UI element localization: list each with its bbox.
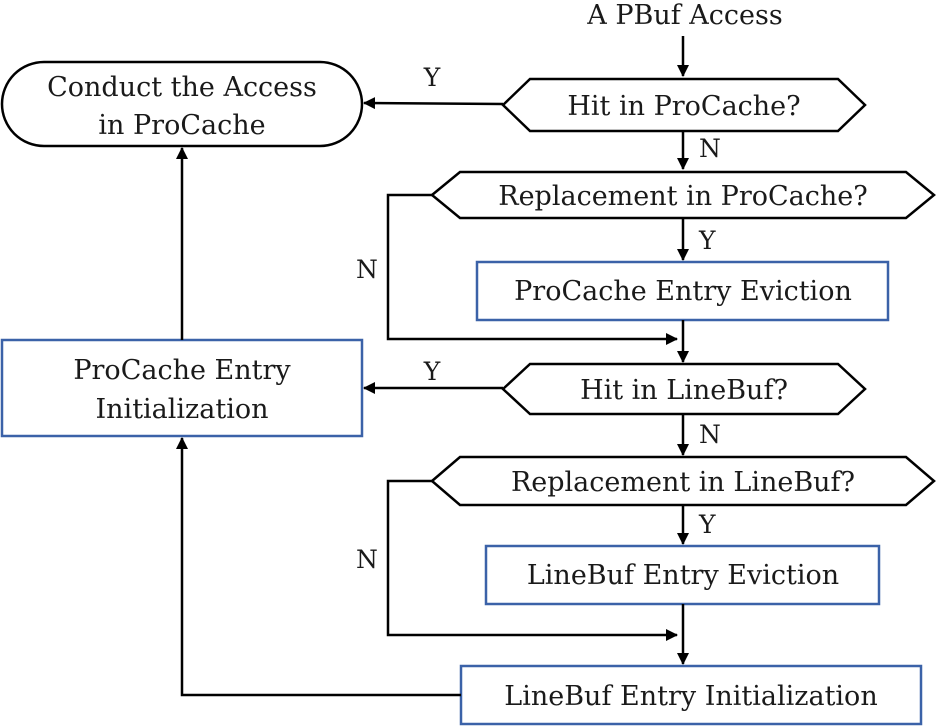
edge-label-no-3: N	[699, 420, 721, 449]
decision-replacement-procache	[430, 170, 936, 220]
process-linebuf-eviction-label: LineBuf Entry Eviction	[527, 560, 839, 591]
edge-label-yes-1: Y	[423, 63, 441, 92]
edge-label-no-2: N	[356, 255, 378, 284]
decision-hit-linebuf	[501, 362, 867, 416]
decision-hit-linebuf-label: Hit in LineBuf?	[580, 375, 788, 406]
decision-hit-procache-label: Hit in ProCache?	[567, 91, 800, 122]
edge-label-no-4: N	[356, 545, 378, 574]
terminal-conduct-access	[0, 60, 364, 148]
edge-hit-procache-yes	[363, 97, 504, 110]
process-procache-init-line1: ProCache Entry	[73, 355, 291, 386]
edge-repl-linebuf-no	[386, 479, 678, 641]
edge-label-no-1: N	[699, 134, 721, 163]
process-procache-init-line2: Initialization	[96, 394, 269, 425]
start-label: A PBuf Access	[586, 0, 783, 31]
decision-replacement-linebuf-label: Replacement in LineBuf?	[511, 467, 855, 498]
edge-label-yes-2: Y	[698, 226, 716, 255]
process-procache-init	[0, 338, 364, 438]
process-linebuf-eviction	[484, 544, 881, 606]
decision-replacement-procache-label: Replacement in ProCache?	[498, 181, 867, 212]
process-procache-eviction	[475, 260, 890, 322]
process-procache-eviction-label: ProCache Entry Eviction	[514, 276, 852, 307]
decision-replacement-linebuf	[430, 455, 936, 507]
edge-linebuf-init-to-procache-init	[176, 437, 461, 697]
terminal-line1: Conduct the Access	[47, 72, 317, 103]
edge-label-yes-3: Y	[423, 357, 441, 386]
process-linebuf-init-label: LineBuf Entry Initialization	[504, 681, 877, 712]
decision-hit-procache	[501, 77, 867, 133]
edge-repl-procache-no	[386, 193, 678, 345]
terminal-line2: in ProCache	[98, 110, 265, 141]
edge-label-yes-4: Y	[698, 510, 716, 539]
